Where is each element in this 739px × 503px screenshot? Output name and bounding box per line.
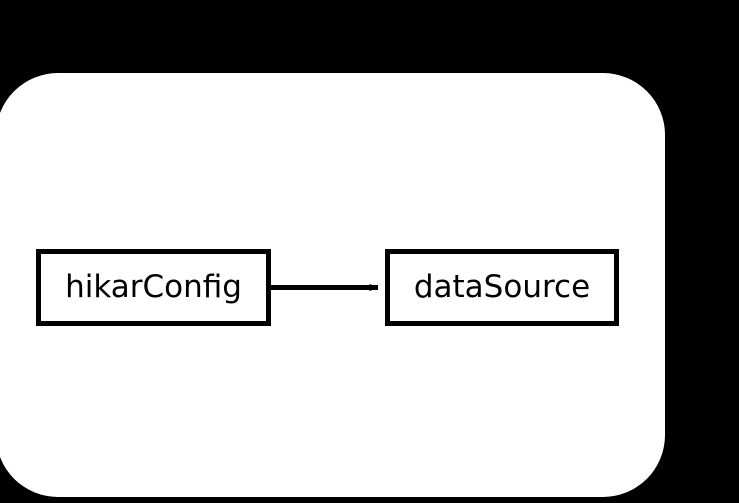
node-datasource[interactable]: dataSource	[385, 249, 619, 326]
node-hikarconfig-label: hikarConfig	[65, 269, 242, 305]
edge-hikarconfig-to-datasource-hitbox[interactable]	[268, 275, 388, 301]
node-datasource-label: dataSource	[413, 269, 591, 305]
node-hikarconfig[interactable]: hikarConfig	[36, 249, 271, 326]
